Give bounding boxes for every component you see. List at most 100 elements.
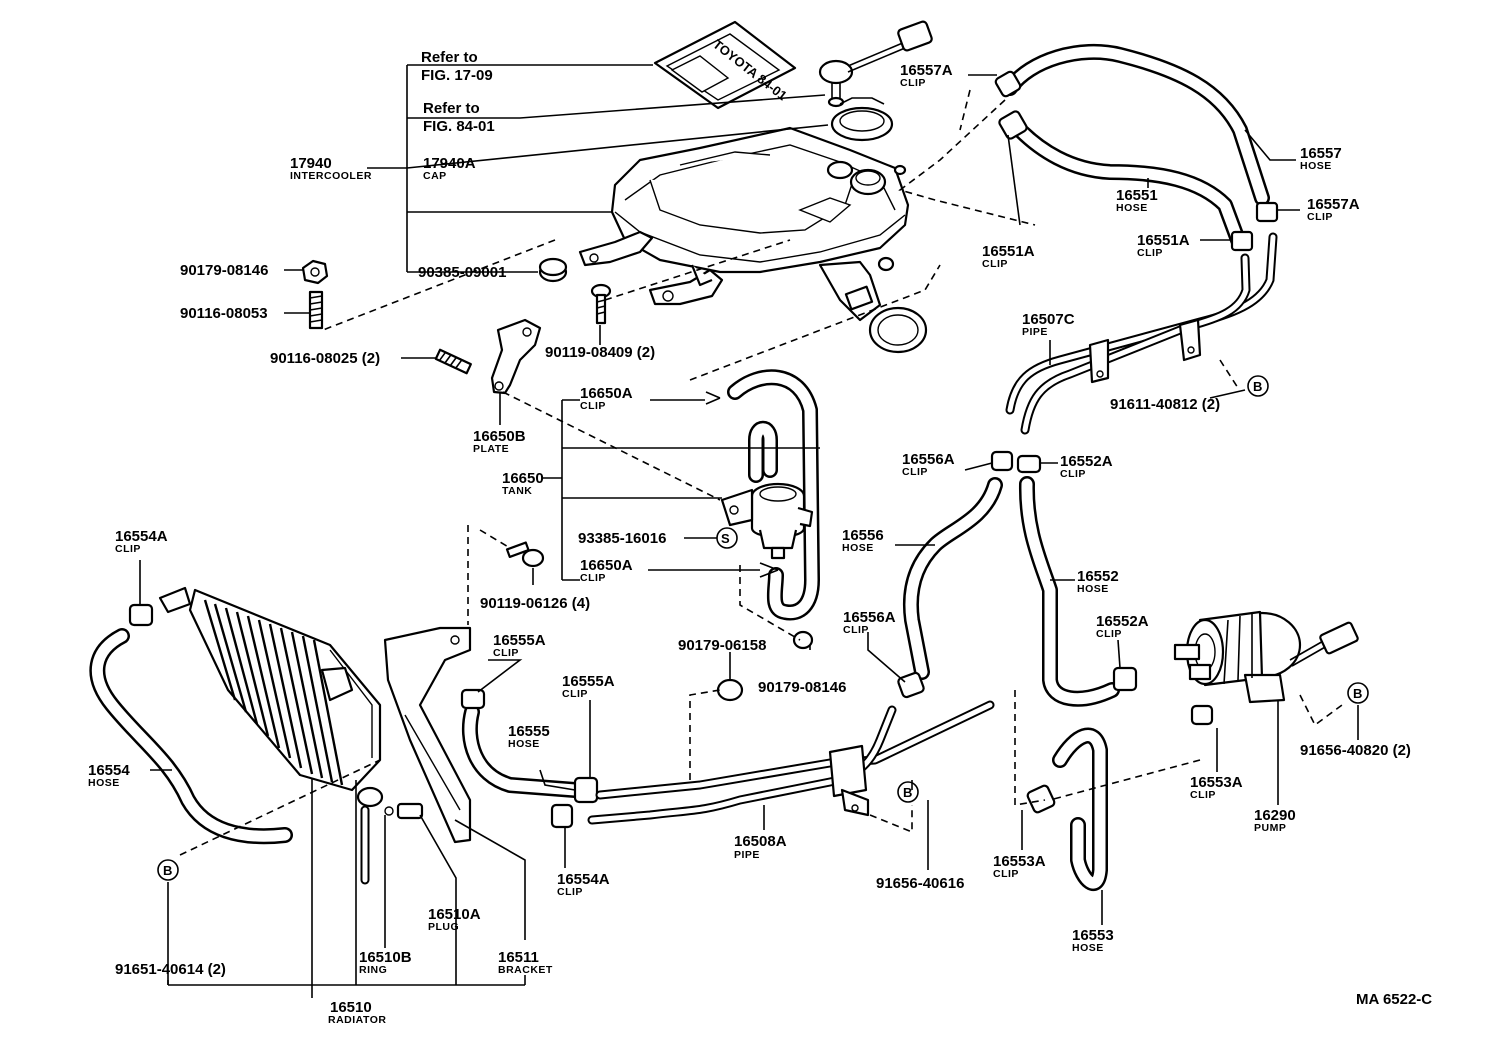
marker-b-4: B: [163, 863, 172, 878]
part-number: 16552: [1077, 568, 1119, 585]
label-91656-40616: 91656-40616: [876, 875, 964, 892]
part-number: 90179-08146: [180, 262, 268, 279]
label-90116-08053: 90116-08053: [180, 305, 268, 322]
part-number: 16508A: [734, 833, 787, 850]
part-number: 16554A: [557, 871, 610, 888]
part-number: 16555A: [562, 673, 615, 690]
upper-right-hoses: [994, 44, 1279, 435]
intercooler-drawing: TOYOTA 84-01: [538, 20, 933, 354]
part-number: 91656-40616: [876, 875, 964, 892]
part-number: 93385-16016: [578, 530, 666, 547]
part-number: 17940A: [423, 155, 476, 172]
part-number: 16556A: [902, 451, 955, 468]
part-number: 16551A: [1137, 232, 1190, 249]
part-description: CLIP: [1137, 247, 1163, 259]
label-90116-08025: 90116-08025 (2): [270, 350, 380, 367]
dashed-guides: [179, 89, 1343, 856]
part-number: 91656-40820 (2): [1300, 742, 1411, 759]
part-number: 16556A: [843, 609, 896, 626]
part-number: 90116-08053: [180, 305, 268, 322]
part-description: PIPE: [1022, 326, 1048, 338]
label-90179-08146-a: 90179-08146: [180, 262, 268, 279]
grommet-90385: [538, 257, 568, 283]
part-number: 17940: [290, 155, 332, 172]
label-90179-06158: 90179-06158: [678, 637, 766, 654]
marker-s: S: [721, 531, 730, 546]
part-description: PLUG: [428, 921, 459, 933]
part-number: 16510: [330, 999, 372, 1016]
part-description: CLIP: [557, 886, 583, 898]
part-description: TANK: [502, 485, 532, 497]
tank-16650-drawing: S: [490, 318, 820, 621]
part-description: CLIP: [562, 688, 588, 700]
part-description: CLIP: [1307, 211, 1333, 223]
part-description: HOSE: [842, 542, 874, 554]
part-description: CLIP: [900, 77, 926, 89]
ref-1-line2: FIG. 17-09: [421, 67, 493, 84]
part-description: HOSE: [1116, 202, 1148, 214]
part-number: 16554: [88, 762, 130, 779]
part-number: 91611-40812 (2): [1110, 396, 1220, 413]
label-90119-08409: 90119-08409 (2): [545, 344, 655, 361]
label-90119-06126: 90119-06126 (4): [480, 595, 590, 612]
part-number: 16557A: [900, 62, 953, 79]
part-number: 16551A: [982, 243, 1035, 260]
ref-1-line1: Refer to: [421, 49, 478, 66]
part-description: RADIATOR: [328, 1014, 386, 1026]
label-90385-09001: 90385-09001: [418, 264, 506, 281]
part-number: 16650A: [580, 557, 633, 574]
part-number: 16510B: [359, 949, 412, 966]
part-description: CLIP: [115, 543, 141, 555]
part-description: PLATE: [473, 443, 509, 455]
part-number: 91651-40614 (2): [115, 961, 226, 978]
part-number: 16551: [1116, 187, 1158, 204]
ref-2-line1: Refer to: [423, 100, 480, 117]
part-number: 16553A: [1190, 774, 1243, 791]
part-number: 16650A: [580, 385, 633, 402]
part-number: 90119-08409 (2): [545, 344, 655, 361]
part-number: 16553: [1072, 927, 1114, 944]
part-number: 16555: [508, 723, 550, 740]
part-number: 16554A: [115, 528, 168, 545]
part-description: CLIP: [1096, 628, 1122, 640]
part-number: 16556: [842, 527, 884, 544]
label-91651-40614: 91651-40614 (2): [115, 961, 226, 978]
part-description: RING: [359, 964, 387, 976]
part-number: 16552A: [1096, 613, 1149, 630]
part-number: 16290: [1254, 807, 1296, 824]
part-description: INTERCOOLER: [290, 170, 372, 182]
part-description: CLIP: [982, 258, 1008, 270]
part-description: BRACKET: [498, 964, 553, 976]
diagram-code: MA 6522-C: [1356, 991, 1432, 1008]
part-description: HOSE: [88, 777, 120, 789]
part-number: 16557A: [1307, 196, 1360, 213]
part-number: 16555A: [493, 632, 546, 649]
part-description: HOSE: [1077, 583, 1109, 595]
